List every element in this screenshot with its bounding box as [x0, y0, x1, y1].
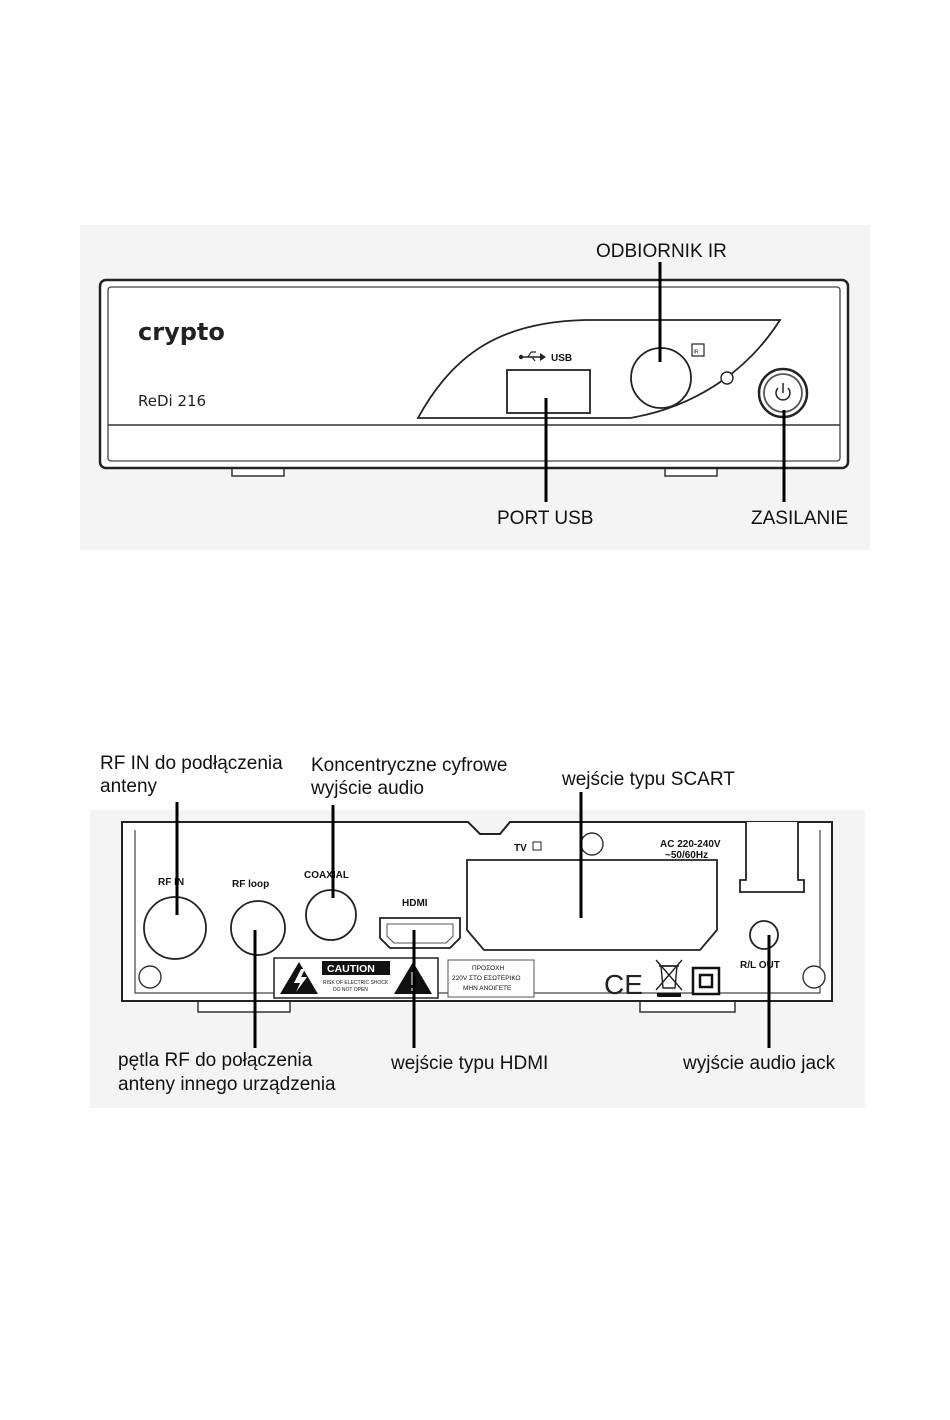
standby-led — [720, 371, 734, 385]
rear-foot-right — [639, 1001, 736, 1013]
ac-voltage-label: AC 220-240V — [660, 839, 721, 850]
rear-foot-left — [197, 1001, 291, 1013]
callout-rf-loop-line-1: pętla RF do połączenia — [118, 1050, 313, 1071]
class-ii-inner-icon — [698, 973, 714, 989]
caution-line-1: RISK OF ELECTRIC SHOCK — [323, 980, 389, 986]
front-panel: crypto ReDi 216 USB IR — [80, 225, 870, 550]
rl-out-label: R/L OUT — [740, 960, 780, 971]
callout-rf-in-line-2: anteny — [100, 776, 158, 797]
rl-out-jack[interactable] — [749, 920, 779, 950]
callout-power: ZASILANIE — [751, 508, 848, 529]
callout-coaxial-line-2: wyjście audio — [310, 778, 424, 799]
callout-usb-port: PORT USB — [497, 508, 593, 529]
tv-label: TV — [514, 843, 527, 854]
scart-port[interactable] — [466, 859, 718, 951]
callout-scart: wejście typu SCART — [561, 769, 735, 790]
caution-title: CAUTION — [327, 963, 375, 975]
callout-ir-receiver: ODBIORNIK IR — [596, 241, 727, 262]
rear-panel: RF IN RF loop COAXIAL HDMI TV AC 220-240… — [90, 753, 865, 1108]
ir-symbol: IR — [694, 350, 699, 356]
rear-screw-right — [802, 965, 826, 989]
callout-rf-in-line-1: RF IN do podłączenia — [100, 753, 283, 774]
callout-coaxial-line-1: Koncentryczne cyfrowe — [311, 755, 507, 776]
power-cord-outlet — [739, 822, 805, 893]
greek-line-3: ΜΗΝ ΑΝΟΙΓΕΤΕ — [463, 985, 512, 992]
rf-in-connector[interactable] — [143, 896, 207, 960]
callout-hdmi: wejście typu HDMI — [390, 1053, 548, 1074]
hdmi-port[interactable] — [379, 917, 461, 949]
rear-screw-top — [580, 832, 604, 856]
usb-icon — [518, 351, 546, 362]
callout-rf-loop-line-2: anteny innego urządzenia — [118, 1074, 336, 1095]
model-name: ReDi 216 — [138, 392, 206, 410]
front-body-inner — [107, 286, 841, 462]
caution-title-bar — [322, 961, 390, 975]
hdmi-port-inner — [386, 923, 454, 944]
tv-box-icon — [532, 841, 542, 851]
usb-port[interactable] — [506, 369, 591, 414]
rear-screw-left — [138, 965, 162, 989]
coaxial-label: COAXIAL — [304, 870, 349, 881]
rf-in-label: RF IN — [158, 877, 184, 888]
ir-icon — [691, 343, 705, 357]
greek-warning-label — [447, 959, 535, 998]
greek-line-2: 220V ΣΤΟ ΕΣΩΤΕΡΙΚΟ — [452, 975, 521, 982]
hdmi-label: HDMI — [402, 898, 428, 909]
weee-bin-icon — [655, 959, 683, 997]
ce-mark: CE — [604, 969, 643, 1000]
rf-loop-connector[interactable] — [230, 900, 286, 956]
greek-line-1: ΠΡΟΣΟΧΗ — [472, 965, 504, 972]
coaxial-connector[interactable] — [305, 889, 357, 941]
lightning-bolt-icon — [294, 969, 307, 992]
ac-frequency-label: ~50/60Hz — [665, 850, 708, 861]
class-ii-outer-icon — [691, 966, 721, 996]
usb-label: USB — [551, 353, 572, 364]
brand-logo: crypto — [138, 318, 225, 346]
rf-loop-label: RF loop — [232, 879, 269, 890]
caution-line-2: DO NOT OPEN — [333, 987, 368, 993]
callout-audio-jack: wyjście audio jack — [682, 1053, 836, 1074]
power-icon — [775, 383, 791, 401]
